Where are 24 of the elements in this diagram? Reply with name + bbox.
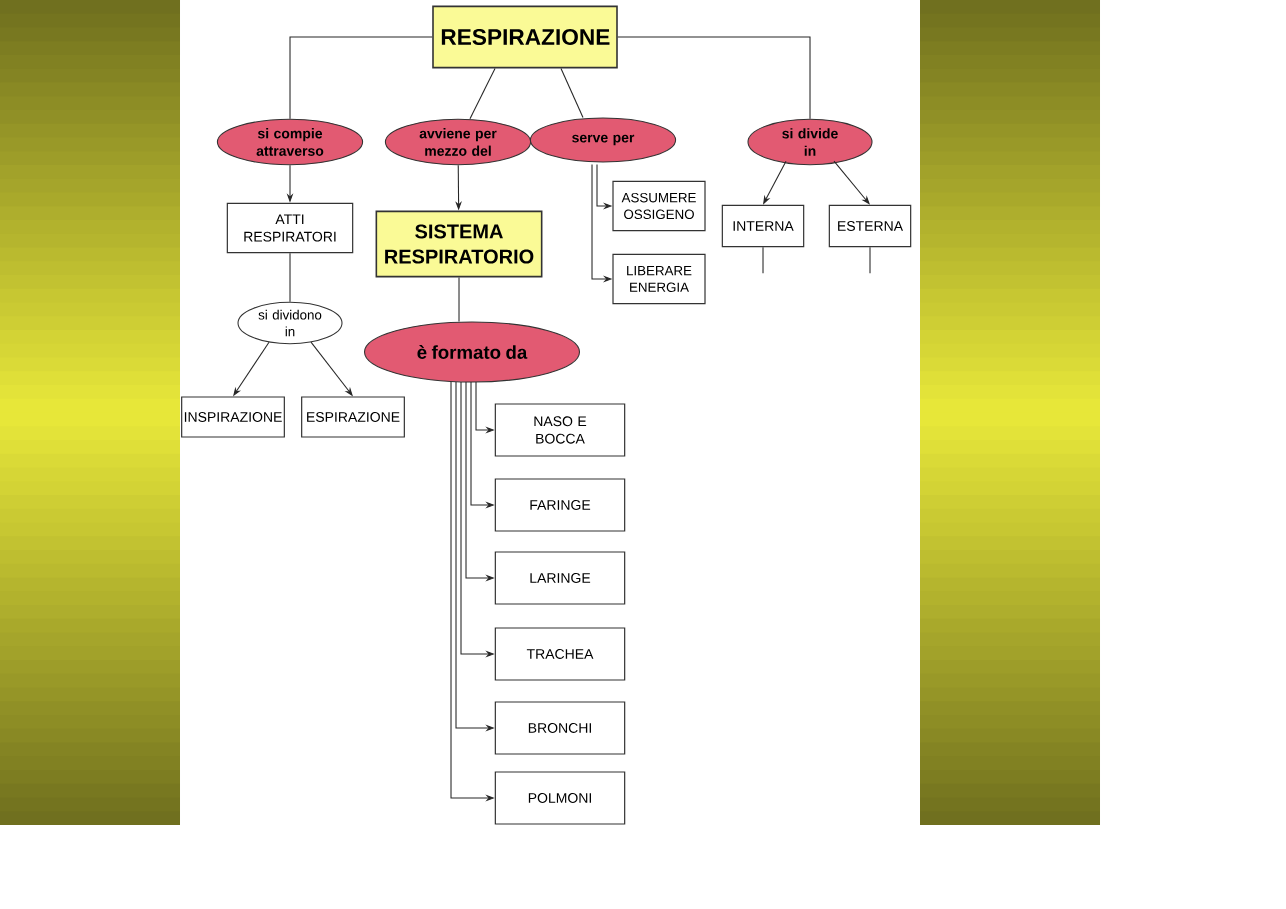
connector <box>762 246 764 274</box>
concept-box: SISTEMA RESPIRATORIO <box>375 210 543 278</box>
concept-box: LIBERARE ENERGIA <box>612 253 706 305</box>
connector <box>289 252 291 303</box>
concept-box: LARINGE <box>494 551 626 605</box>
concept-box: BRONCHI <box>494 701 626 755</box>
connector <box>469 67 496 120</box>
concept-box: INTERNA <box>721 204 805 248</box>
concept-box: POLMONI <box>494 771 626 825</box>
connector <box>833 160 870 205</box>
concept-box: ASSUMERE OSSIGENO <box>612 180 706 232</box>
concept-box: ESPIRAZIONE <box>301 396 405 438</box>
title-box: RESPIRAZIONE <box>432 5 618 69</box>
concept-box: NASO E BOCCA <box>494 403 626 457</box>
connector <box>560 67 584 118</box>
connector <box>458 276 460 322</box>
concept-box: TRACHEA <box>494 627 626 681</box>
connector <box>289 36 433 120</box>
concept-box: ATTI RESPIRATORI <box>226 202 354 254</box>
connector <box>869 246 871 274</box>
concept-box: ESTERNA <box>828 204 912 248</box>
concept-box: FARINGE <box>494 478 626 532</box>
concept-box: INSPIRAZIONE <box>181 396 285 438</box>
connector <box>617 36 811 120</box>
